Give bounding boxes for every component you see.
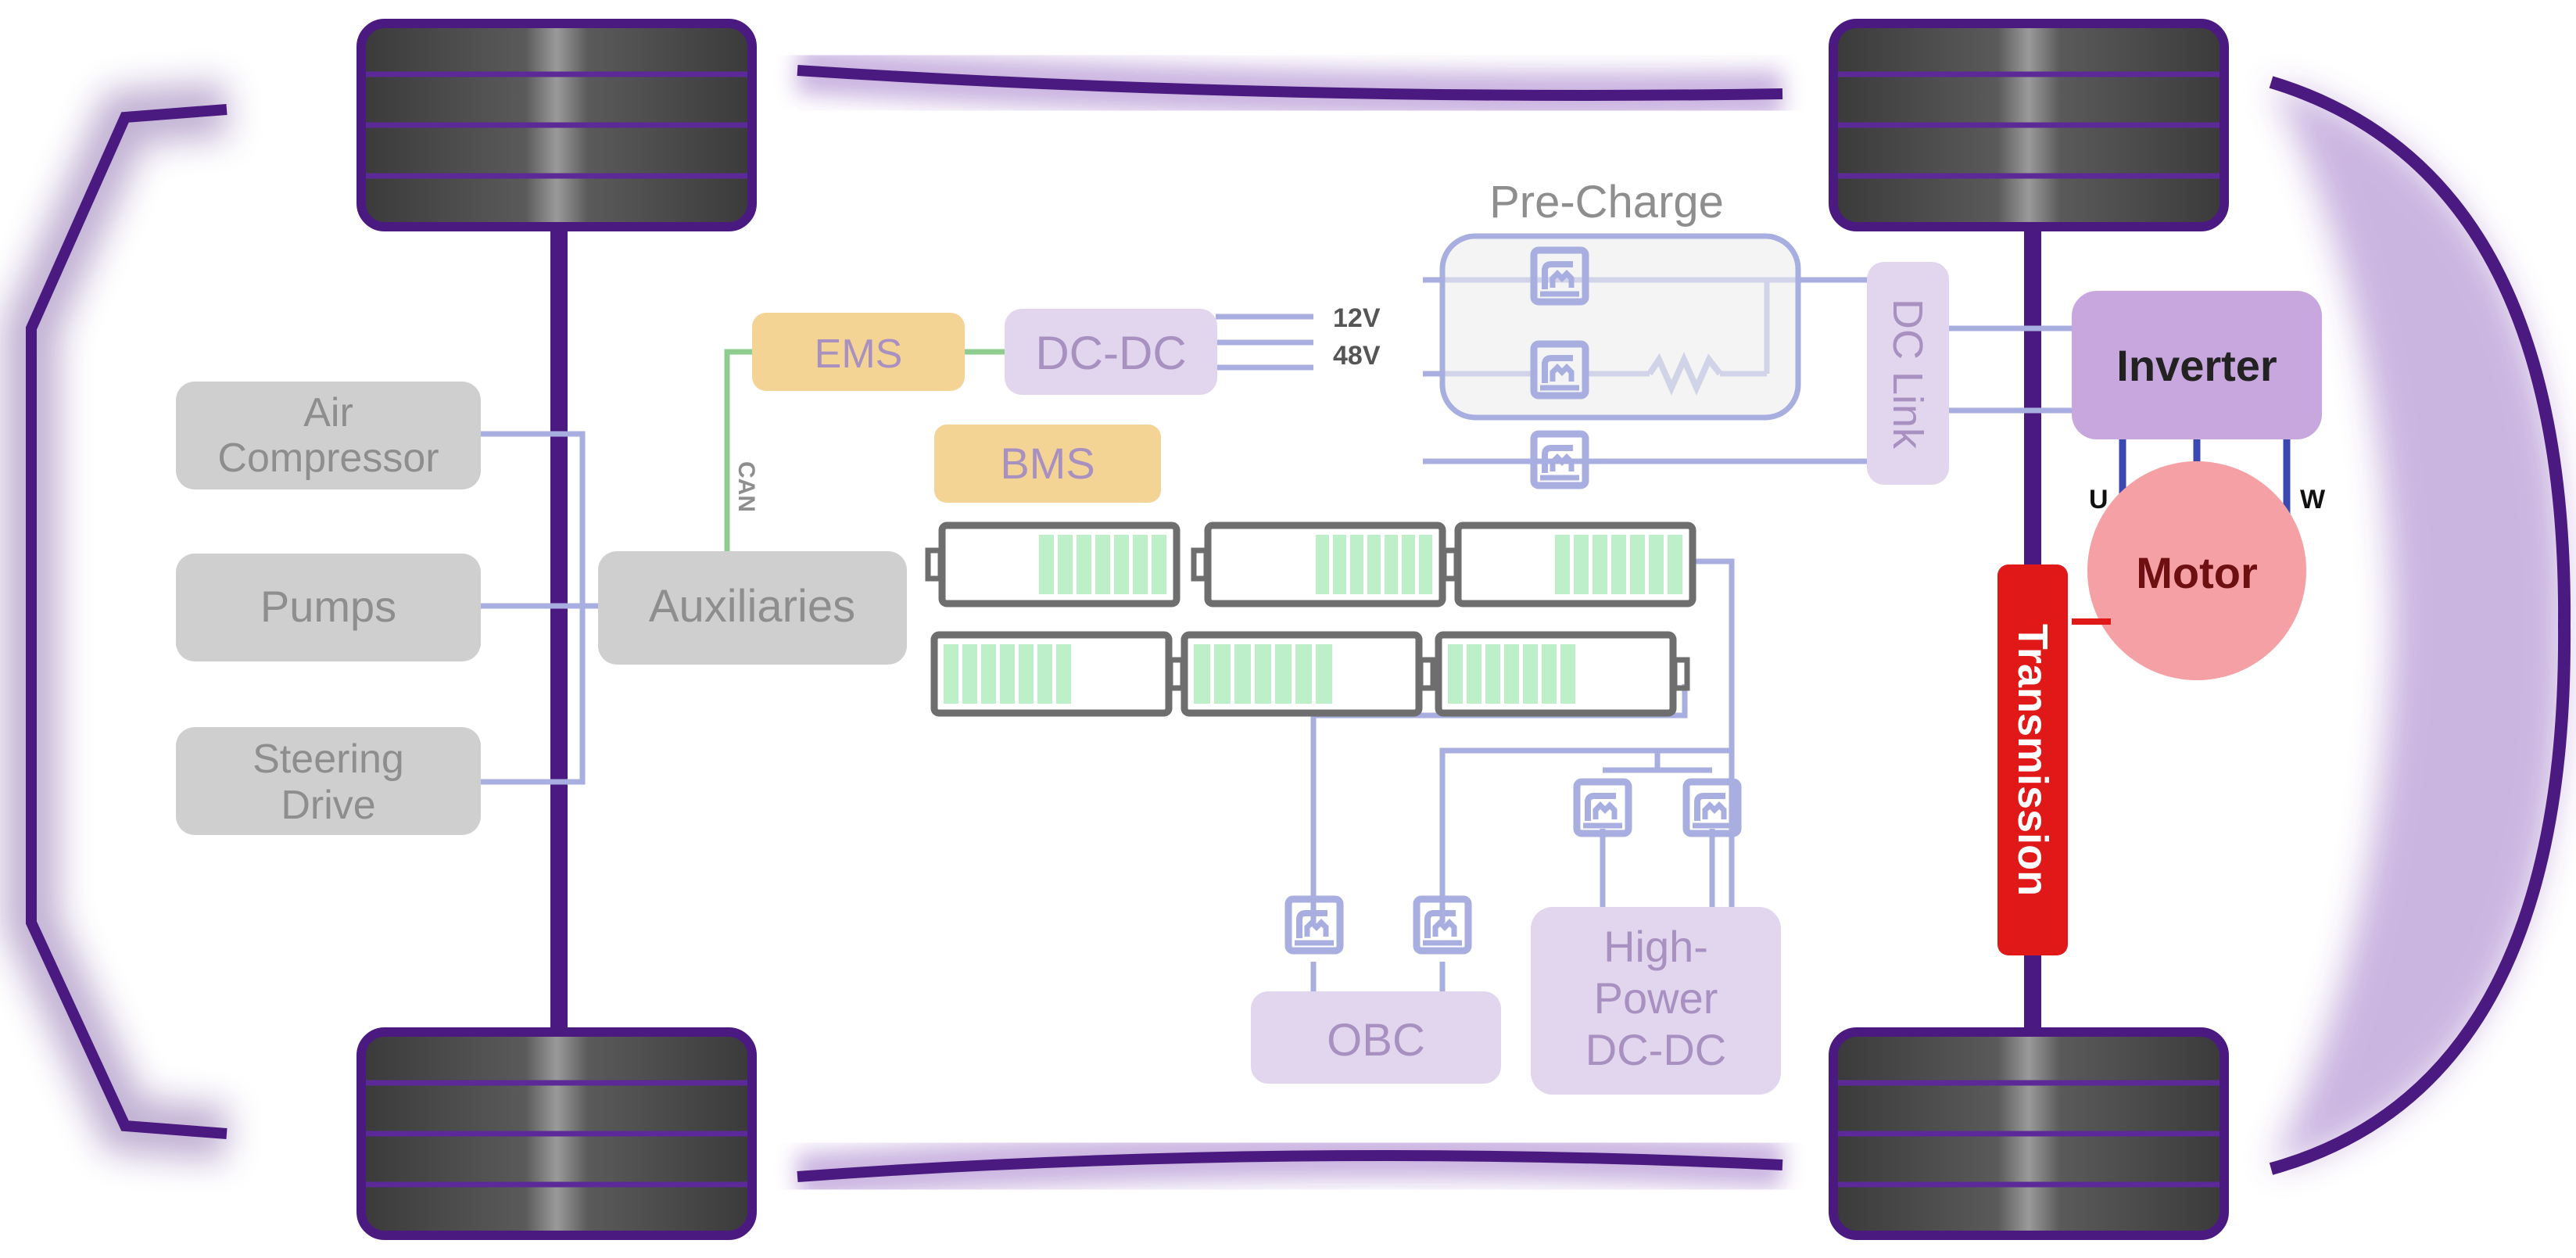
precharge-label: Pre-Charge bbox=[1489, 177, 1724, 228]
bms-label: BMS bbox=[1000, 439, 1095, 488]
ems-label: EMS bbox=[815, 332, 903, 377]
pumps-box: Pumps bbox=[176, 554, 481, 661]
obc-label: OBC bbox=[1327, 1015, 1425, 1066]
battery-cell bbox=[1039, 535, 1054, 594]
steering-drive-box: Steering Drive bbox=[176, 727, 481, 835]
battery-cell bbox=[1114, 535, 1129, 594]
auxiliaries-label: Auxiliaries bbox=[649, 581, 855, 632]
battery-cell bbox=[1255, 644, 1271, 704]
inverter-label: Inverter bbox=[2116, 341, 2277, 390]
battery-cell bbox=[1485, 644, 1500, 704]
battery-cell bbox=[1385, 535, 1398, 594]
transmission-label: Transmission bbox=[2009, 624, 2056, 896]
battery-cell bbox=[1448, 644, 1463, 704]
steering-label-2: Drive bbox=[281, 783, 375, 828]
battery-cell bbox=[1350, 535, 1363, 594]
voltage-12v-label: 12V bbox=[1333, 303, 1381, 333]
dcdc-box: DC-DC bbox=[1005, 309, 1217, 395]
battery-cell bbox=[1523, 644, 1538, 704]
transmission-bar: Transmission bbox=[1997, 564, 2068, 955]
battery-cell bbox=[1095, 535, 1110, 594]
precharge-box bbox=[1439, 233, 1801, 421]
battery-cell bbox=[1077, 535, 1091, 594]
tire-rear-top bbox=[356, 19, 757, 231]
battery-cell bbox=[1542, 644, 1557, 704]
battery-cell bbox=[962, 644, 977, 704]
battery-module bbox=[1435, 631, 1690, 717]
dc-link-box: DC Link bbox=[1867, 262, 1949, 485]
battery-cell bbox=[1649, 535, 1664, 594]
steering-label-1: Steering bbox=[253, 737, 404, 782]
battery-cell bbox=[1560, 644, 1575, 704]
inverter-box: Inverter bbox=[2072, 291, 2322, 439]
battery-cell bbox=[1019, 644, 1034, 704]
dcdc-label: DC-DC bbox=[1035, 327, 1186, 379]
motor-label: Motor bbox=[2136, 548, 2258, 597]
tire-front-bottom bbox=[1829, 1027, 2229, 1240]
battery-cell bbox=[1194, 644, 1210, 704]
vehicle-body bbox=[3, 47, 2571, 1200]
battery-module bbox=[1441, 521, 1696, 607]
tire-front-top bbox=[1829, 19, 2229, 231]
air-compressor-label-2: Compressor bbox=[217, 435, 439, 481]
pumps-label: Pumps bbox=[260, 582, 396, 631]
bms-box: BMS bbox=[934, 425, 1161, 503]
battery-cell bbox=[1574, 535, 1589, 594]
hp-dcdc-relay-1 bbox=[1577, 782, 1628, 833]
phase-w-label: W bbox=[2300, 485, 2326, 514]
tire-rear-bottom bbox=[356, 1027, 757, 1240]
hp-dcdc-label-1: High- bbox=[1603, 922, 1708, 971]
air-compressor-box: Air Compressor bbox=[176, 382, 481, 489]
battery-cell bbox=[1419, 535, 1432, 594]
battery-cell bbox=[1152, 535, 1166, 594]
phase-u-label: U bbox=[2089, 485, 2108, 514]
battery-cell bbox=[1058, 535, 1073, 594]
battery-cell bbox=[1668, 535, 1682, 594]
battery-module bbox=[930, 631, 1186, 717]
air-compressor-label-1: Air bbox=[303, 390, 353, 435]
battery-cell bbox=[944, 644, 958, 704]
battery-cell bbox=[1000, 644, 1015, 704]
battery-cell bbox=[1037, 644, 1052, 704]
can-bus-line bbox=[724, 349, 758, 563]
auxiliaries-box: Auxiliaries bbox=[598, 551, 907, 665]
battery-module bbox=[925, 521, 1181, 607]
hp-dcdc-label-2: Power bbox=[1594, 973, 1718, 1023]
battery-module bbox=[1191, 521, 1446, 607]
motor-circle: Motor bbox=[2087, 461, 2306, 680]
ems-box: EMS bbox=[752, 313, 965, 391]
battery-cell bbox=[1367, 535, 1381, 594]
voltage-48v-label: 48V bbox=[1333, 341, 1381, 371]
battery-module bbox=[1181, 631, 1436, 717]
battery-cell bbox=[1133, 535, 1148, 594]
battery-cell bbox=[1316, 644, 1332, 704]
battery-cell bbox=[1214, 644, 1231, 704]
battery-pack bbox=[925, 521, 1696, 717]
battery-cell bbox=[1056, 644, 1071, 704]
high-power-dcdc-box: High- Power DC-DC bbox=[1531, 907, 1781, 1095]
battery-cell bbox=[1467, 644, 1481, 704]
battery-cell bbox=[981, 644, 996, 704]
dc-link-label: DC Link bbox=[1884, 299, 1931, 450]
battery-cell bbox=[1402, 535, 1415, 594]
battery-cell bbox=[1234, 644, 1251, 704]
battery-cell bbox=[1333, 535, 1346, 594]
battery-cell bbox=[1611, 535, 1626, 594]
battery-cell bbox=[1630, 535, 1645, 594]
battery-cell bbox=[1555, 535, 1570, 594]
battery-cell bbox=[1504, 644, 1519, 704]
battery-cell bbox=[1316, 535, 1329, 594]
hp-dcdc-label-3: DC-DC bbox=[1585, 1025, 1726, 1074]
obc-box: OBC bbox=[1251, 991, 1501, 1084]
battery-cell bbox=[1593, 535, 1607, 594]
can-label: CAN bbox=[733, 461, 759, 512]
battery-cell bbox=[1275, 644, 1292, 704]
battery-cell bbox=[1295, 644, 1312, 704]
